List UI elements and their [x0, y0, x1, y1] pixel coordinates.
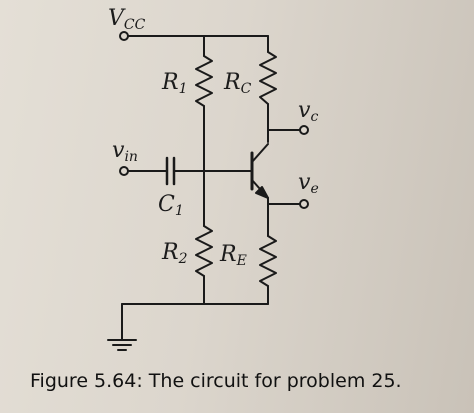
r2-resistor: [195, 225, 213, 277]
ve-label: ve: [298, 170, 319, 197]
r2-label: R2: [162, 240, 188, 267]
vin-label: vin: [112, 138, 138, 165]
vcc-terminal: [119, 31, 129, 41]
rc-label: RC: [224, 70, 252, 97]
re-resistor: [259, 235, 277, 287]
vcc-label: VCC: [108, 6, 146, 33]
rc-resistor: [259, 51, 277, 105]
ve-terminal: [299, 199, 309, 209]
vc-terminal: [299, 125, 309, 135]
transistor-collector: [251, 143, 269, 163]
re-label: RE: [220, 242, 247, 269]
vc-label: vc: [298, 98, 319, 125]
c1-label: C1: [158, 192, 184, 219]
emitter-arrow: [255, 186, 269, 199]
vin-terminal: [119, 166, 129, 176]
r1-resistor: [195, 55, 213, 107]
figure-caption: Figure 5.64: The circuit for problem 25.: [30, 370, 402, 392]
r1-label: R1: [162, 70, 188, 97]
